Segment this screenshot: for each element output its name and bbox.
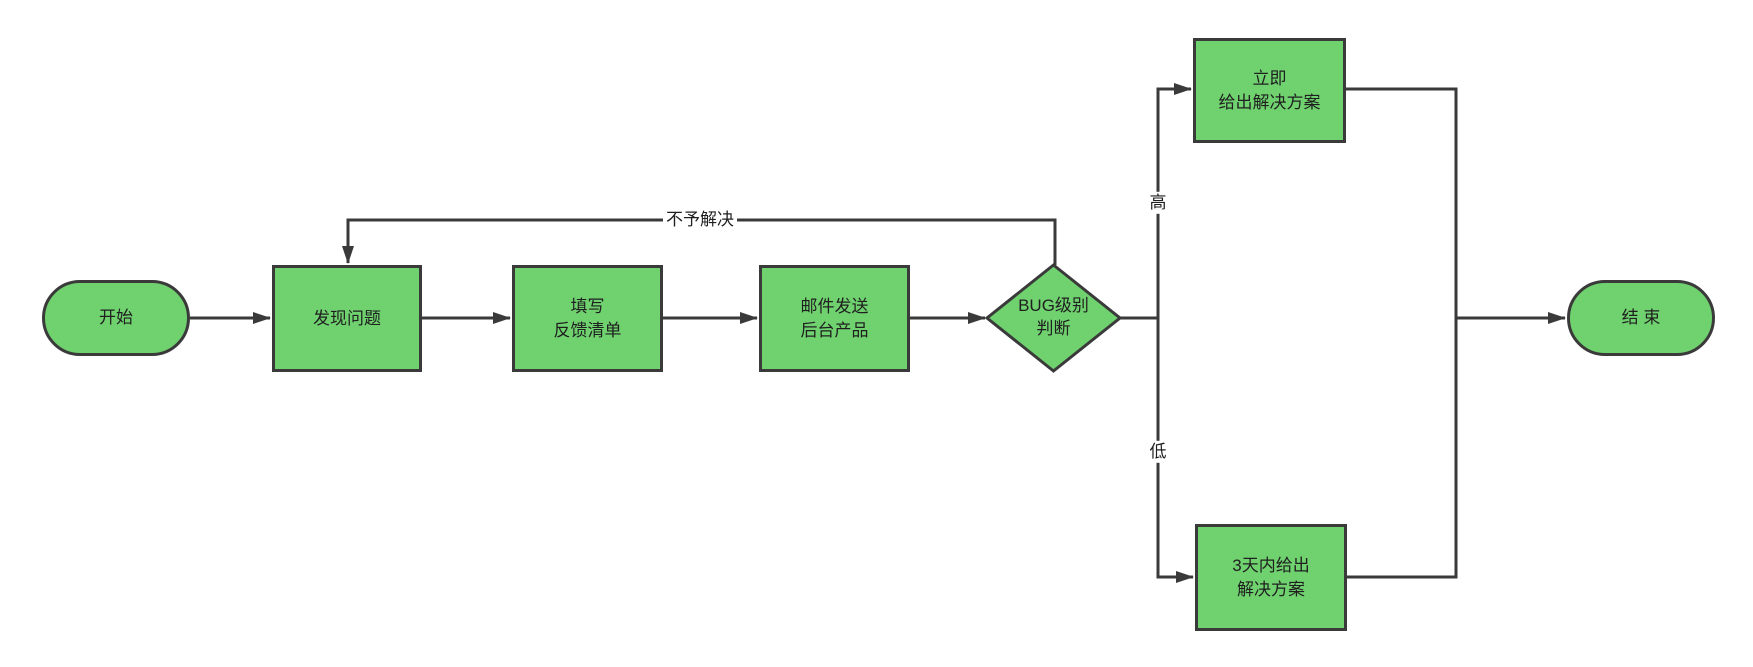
node-bug-level-decision: BUG级别 判断 bbox=[987, 265, 1120, 371]
node-three-day-solution: 3天内给出 解决方案 bbox=[1195, 524, 1347, 631]
node-discover-problem: 发现问题 bbox=[272, 265, 422, 372]
node-bug-level-decision-label: BUG级别 判断 bbox=[1018, 296, 1089, 338]
node-start-label: 开始 bbox=[99, 308, 133, 328]
node-email-backend-product-label: 邮件发送 后台产品 bbox=[800, 296, 869, 340]
edge-branch-low-to-threedays bbox=[1156, 318, 1194, 583]
node-fill-feedback-list-label: 填写 反馈清单 bbox=[553, 296, 622, 340]
node-discover-problem-label: 发现问题 bbox=[313, 308, 381, 328]
edge-label-not-resolved: 不予解决 bbox=[663, 208, 737, 232]
edge-threedays-to-merge bbox=[1347, 318, 1458, 579]
node-end: 结 束 bbox=[1567, 280, 1715, 356]
node-immediate-solution-label: 立即 给出解决方案 bbox=[1218, 68, 1321, 112]
node-start: 开始 bbox=[42, 280, 190, 356]
decision-diamond-shape bbox=[984, 263, 1123, 373]
edge-immediate-to-merge bbox=[1346, 87, 1458, 318]
edge-branch-high-to-immediate bbox=[1156, 83, 1192, 318]
edge-label-high: 高 bbox=[1146, 191, 1170, 215]
node-three-day-solution-label: 3天内给出 解决方案 bbox=[1232, 555, 1310, 599]
node-end-label: 结 束 bbox=[1621, 308, 1661, 328]
node-fill-feedback-list: 填写 反馈清单 bbox=[512, 265, 663, 372]
node-immediate-solution: 立即 给出解决方案 bbox=[1193, 38, 1346, 143]
node-email-backend-product: 邮件发送 后台产品 bbox=[759, 265, 910, 372]
edge-label-low: 低 bbox=[1146, 440, 1170, 464]
